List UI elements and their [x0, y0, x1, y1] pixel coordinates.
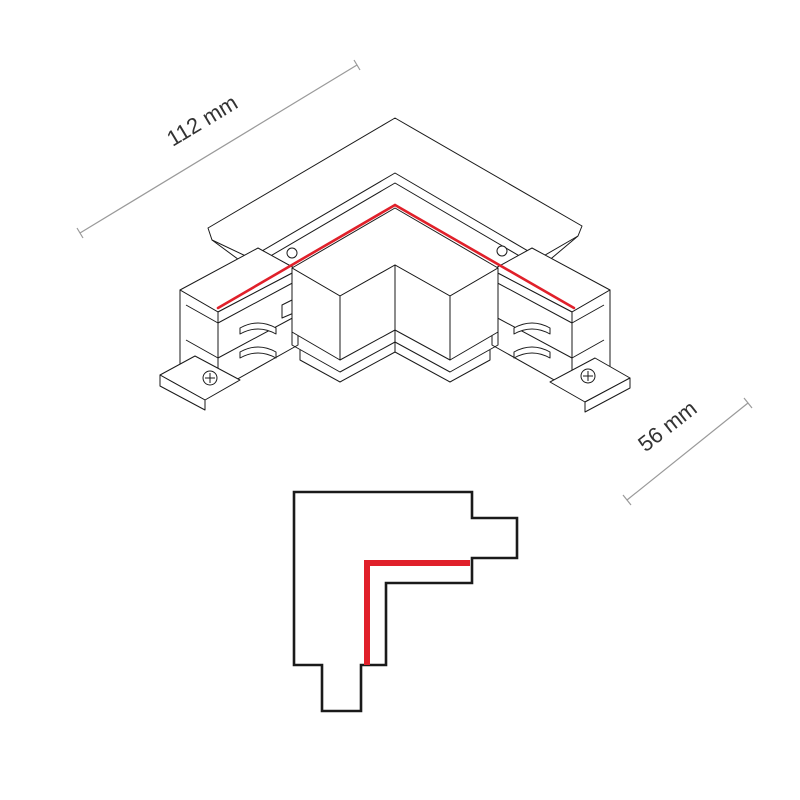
left-arm-clip-2: [239, 346, 277, 359]
width-dimension-tick-end: [743, 397, 753, 409]
width-dimension-line: [626, 402, 749, 501]
top-view-outline: [292, 490, 519, 713]
left-terminal-screw-slot: [205, 373, 215, 383]
length-dimension-tick-start: [76, 227, 84, 239]
left-foot-front: [159, 374, 206, 411]
screw-hole-right: [496, 245, 508, 257]
right-arm-clip-2: [513, 346, 551, 359]
length-dimension-line: [79, 64, 358, 234]
right-arm-clip-1: [513, 322, 551, 335]
right-arm-groove-upper: [491, 279, 605, 324]
width-dimension-tick-start: [622, 494, 632, 506]
screw-hole-left: [286, 247, 298, 259]
width-label: 56 mm: [633, 396, 701, 457]
center-housing-inner-right: [394, 264, 451, 361]
left-arm-groove-upper: [185, 279, 299, 324]
right-arm-side: [491, 269, 573, 391]
length-dimension: [76, 59, 361, 239]
right-foot-front: [584, 377, 631, 413]
width-dimension: [622, 397, 753, 506]
right-terminal-screw-slot: [583, 371, 593, 381]
live-wire-top-view: [364, 560, 470, 665]
length-dimension-tick-end: [353, 59, 361, 71]
left-arm-clip-1: [239, 322, 277, 335]
left-arm-side: [217, 269, 299, 391]
live-wire-isometric: [216, 203, 576, 310]
isometric-connector: [159, 117, 631, 413]
